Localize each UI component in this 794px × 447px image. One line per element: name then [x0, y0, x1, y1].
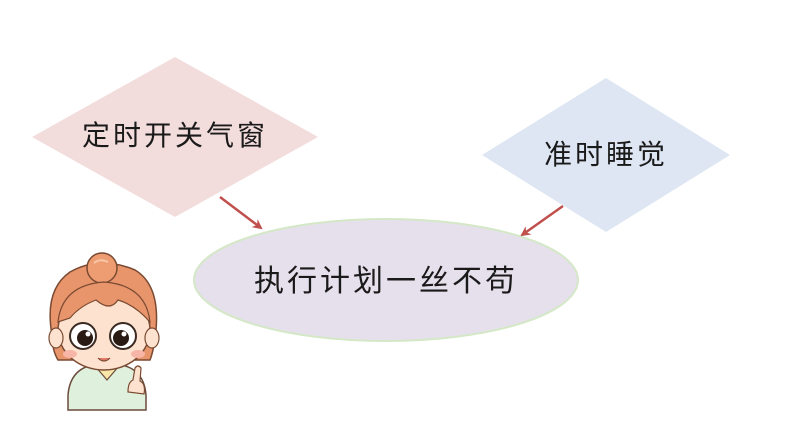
right-diamond-node: 准时睡觉	[482, 78, 730, 232]
left-diamond-node: 定时开关气窗	[32, 57, 318, 217]
girl-right-cheek	[131, 350, 145, 358]
center-ellipse-shape	[193, 218, 579, 342]
girl-mouth	[97, 357, 111, 362]
left-arrow	[219, 196, 263, 230]
girl-right-ear	[144, 327, 160, 349]
girl-bun-highlight	[93, 259, 109, 264]
cartoon-girl-illustration	[48, 252, 160, 411]
right-node-label: 准时睡觉	[544, 138, 668, 171]
left-diamond-shape	[32, 57, 318, 217]
center-ellipse-node: 执行计划一丝不苟	[193, 218, 579, 342]
right-diamond-shape	[482, 78, 730, 232]
girl-right-eye-sparkle	[121, 331, 127, 337]
girl-left-cheek	[63, 350, 77, 358]
girl-left-eye-sparkle	[85, 331, 91, 337]
girl-right-pupil	[113, 330, 129, 346]
girl-hair-bun	[86, 252, 118, 284]
right-arrow	[520, 204, 564, 237]
girl-left-ear	[48, 327, 64, 349]
left-node-label: 定时开关气窗	[82, 119, 268, 152]
center-node-label: 执行计划一丝不苟	[254, 264, 518, 299]
girl-bangs	[57, 281, 151, 324]
girl-left-pupil	[77, 330, 93, 346]
girl-pointing-hand	[127, 365, 146, 395]
